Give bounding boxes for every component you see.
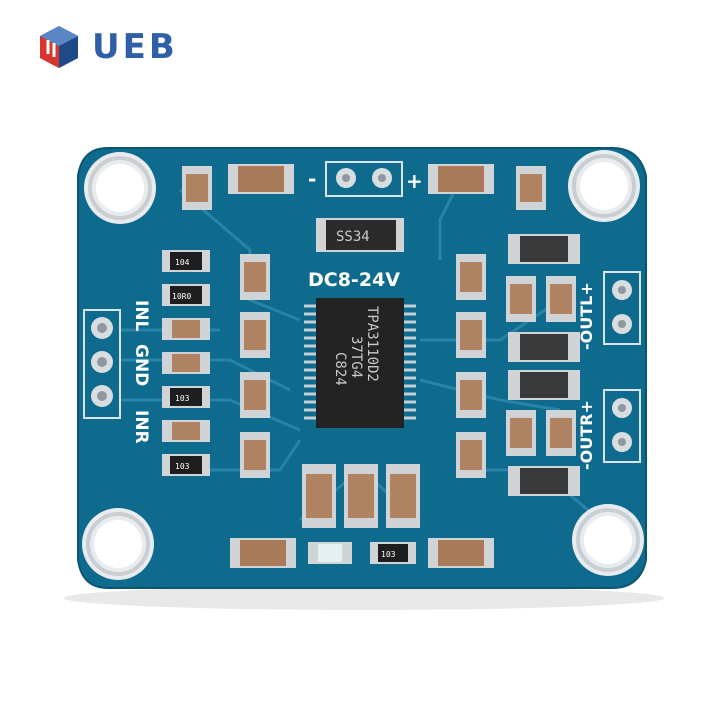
chip-line-2: 37TG4 bbox=[348, 336, 364, 378]
resistor-label-3: 103 bbox=[175, 394, 190, 403]
resistor-label-5: 103 bbox=[381, 550, 396, 559]
diode: SS34 bbox=[316, 218, 404, 252]
ueb-logo-icon bbox=[40, 26, 78, 68]
brand-name: UEB bbox=[92, 27, 178, 67]
resistor-label-1: 104 bbox=[175, 258, 190, 267]
mounting-hole-bottom-left bbox=[82, 508, 154, 580]
label-voltage: DC8-24V bbox=[308, 269, 400, 291]
top-components bbox=[182, 164, 546, 210]
capacitor-column-left bbox=[240, 254, 270, 478]
mounting-hole-bottom-right bbox=[572, 504, 644, 576]
input-header bbox=[83, 309, 121, 419]
capacitor-column-right bbox=[456, 254, 486, 478]
label-power-minus: - bbox=[308, 167, 316, 191]
diode-label: SS34 bbox=[336, 229, 370, 245]
amplifier-chip: TPA3110D2 37TG4 C824 bbox=[304, 298, 416, 428]
output-right-pads bbox=[603, 389, 641, 463]
brand-logo: UEB bbox=[36, 22, 178, 72]
resistor-column-left: 104 10R0 103 103 bbox=[162, 250, 210, 476]
bottom-components: 103 bbox=[230, 464, 494, 568]
mounting-hole-top-left bbox=[84, 152, 156, 224]
label-outl: -OUTL+ bbox=[577, 282, 596, 350]
output-left-pads bbox=[603, 271, 641, 345]
power-pads bbox=[325, 161, 403, 197]
label-outr: -OUTR+ bbox=[577, 400, 596, 470]
resistor-label-4: 103 bbox=[175, 462, 190, 471]
output-filter-components bbox=[506, 234, 580, 496]
label-inr: INR bbox=[131, 410, 151, 444]
chip-line-3: C824 bbox=[332, 352, 348, 386]
label-inl: INL bbox=[131, 300, 151, 332]
mounting-hole-top-right bbox=[568, 150, 640, 222]
label-gnd: GND bbox=[131, 344, 151, 386]
chip-line-1: TPA3110D2 bbox=[364, 306, 380, 382]
resistor-label-2: 10R0 bbox=[172, 292, 191, 301]
label-power-plus: + bbox=[406, 169, 423, 193]
